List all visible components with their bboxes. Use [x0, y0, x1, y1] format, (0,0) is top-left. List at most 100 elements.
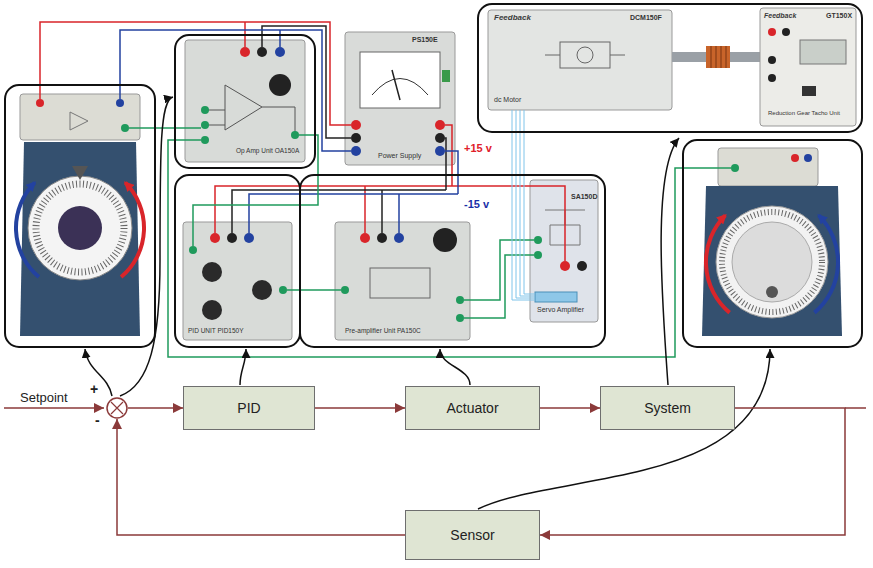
jack — [36, 99, 44, 107]
meter-needle — [392, 70, 400, 100]
module-name: Power Supply — [378, 152, 421, 159]
jack — [768, 74, 776, 82]
jack — [240, 47, 250, 57]
signal-connector — [128, 407, 183, 409]
model-number: SA150D — [571, 193, 597, 200]
pointer-arrow — [440, 349, 470, 385]
jack — [275, 47, 285, 57]
model-number: DCM150F — [630, 14, 662, 21]
red-wires — [40, 22, 565, 261]
dial-base — [20, 142, 140, 336]
voltage-label: -15 v — [464, 199, 489, 210]
jack — [377, 233, 387, 243]
rotation-arrow — [706, 215, 730, 312]
knob — [202, 262, 222, 282]
ribbon-connector — [535, 292, 577, 302]
circuit-block — [370, 268, 430, 298]
wire — [40, 22, 351, 125]
dial-pointer — [72, 166, 88, 180]
sensor-block: Sensor — [405, 510, 540, 560]
jack — [577, 261, 587, 271]
jack — [291, 131, 299, 139]
module-panel — [183, 222, 292, 340]
output-line — [845, 407, 866, 409]
model-number: PS150E — [412, 36, 438, 43]
jack — [279, 286, 287, 294]
sign-label: + — [90, 382, 98, 396]
jack — [804, 154, 812, 162]
coupling — [706, 46, 730, 68]
wire — [232, 190, 446, 233]
wire — [168, 140, 731, 357]
signal-wires — [129, 128, 731, 357]
input-label: Setpoint — [20, 391, 68, 404]
jack — [244, 233, 254, 243]
brand-logo: Feedback — [494, 14, 531, 22]
jack — [731, 164, 739, 172]
wire — [516, 110, 535, 298]
controller-block: PID — [183, 386, 315, 430]
actuator-block: Actuator — [405, 386, 540, 430]
jack — [116, 99, 124, 107]
motor-symbol — [560, 42, 610, 68]
black-wires — [232, 26, 446, 233]
meter-scale — [372, 79, 428, 96]
jack — [201, 136, 209, 144]
dial-knob — [58, 206, 102, 250]
pointer-arrow — [85, 349, 112, 396]
jack — [189, 246, 197, 254]
coupling — [711, 46, 726, 68]
jack — [534, 236, 542, 244]
junction-shape — [106, 397, 128, 419]
switch — [802, 86, 816, 96]
dial-scale — [722, 212, 822, 312]
junction-circle — [107, 398, 127, 418]
motor-symbol — [577, 47, 593, 63]
wire — [520, 110, 535, 296]
display — [800, 40, 846, 64]
wire — [279, 30, 281, 47]
jack — [351, 146, 361, 156]
jack — [341, 286, 349, 294]
block-label: Actuator — [446, 400, 498, 417]
model-number: GT150X — [826, 12, 852, 19]
signal-connector — [315, 407, 405, 409]
wire — [445, 138, 446, 190]
jack — [394, 233, 404, 243]
dial-face — [28, 176, 132, 280]
module-name: Servo Amplifier — [537, 306, 584, 313]
module-name: PID UNIT PID150Y — [188, 328, 244, 335]
dial-disk — [732, 222, 812, 302]
wire — [249, 194, 458, 233]
group-outline — [683, 140, 862, 347]
module-name: Pre-amplifier Unit PA150C — [345, 328, 421, 335]
jack — [227, 233, 237, 243]
signal-connector — [540, 407, 600, 409]
jack — [456, 296, 464, 304]
module-panel — [760, 8, 856, 126]
jack — [435, 133, 445, 143]
wire — [398, 194, 400, 233]
jack — [456, 314, 464, 322]
jack — [768, 56, 776, 64]
group-outline — [478, 4, 862, 132]
jack — [210, 233, 220, 243]
dial-knob — [766, 286, 778, 298]
group-outline — [300, 175, 605, 347]
module-panel — [718, 148, 818, 186]
pointer-arrows — [85, 97, 770, 509]
module-panel — [185, 40, 305, 162]
circuit-line — [205, 107, 295, 135]
module-panel — [488, 10, 672, 110]
voltage-label: +15 v — [464, 143, 492, 154]
jack — [791, 154, 799, 162]
jack — [360, 233, 370, 243]
opamp-symbol — [225, 85, 262, 130]
input-line — [4, 407, 104, 409]
jack — [768, 28, 776, 36]
module-panel — [335, 222, 470, 340]
